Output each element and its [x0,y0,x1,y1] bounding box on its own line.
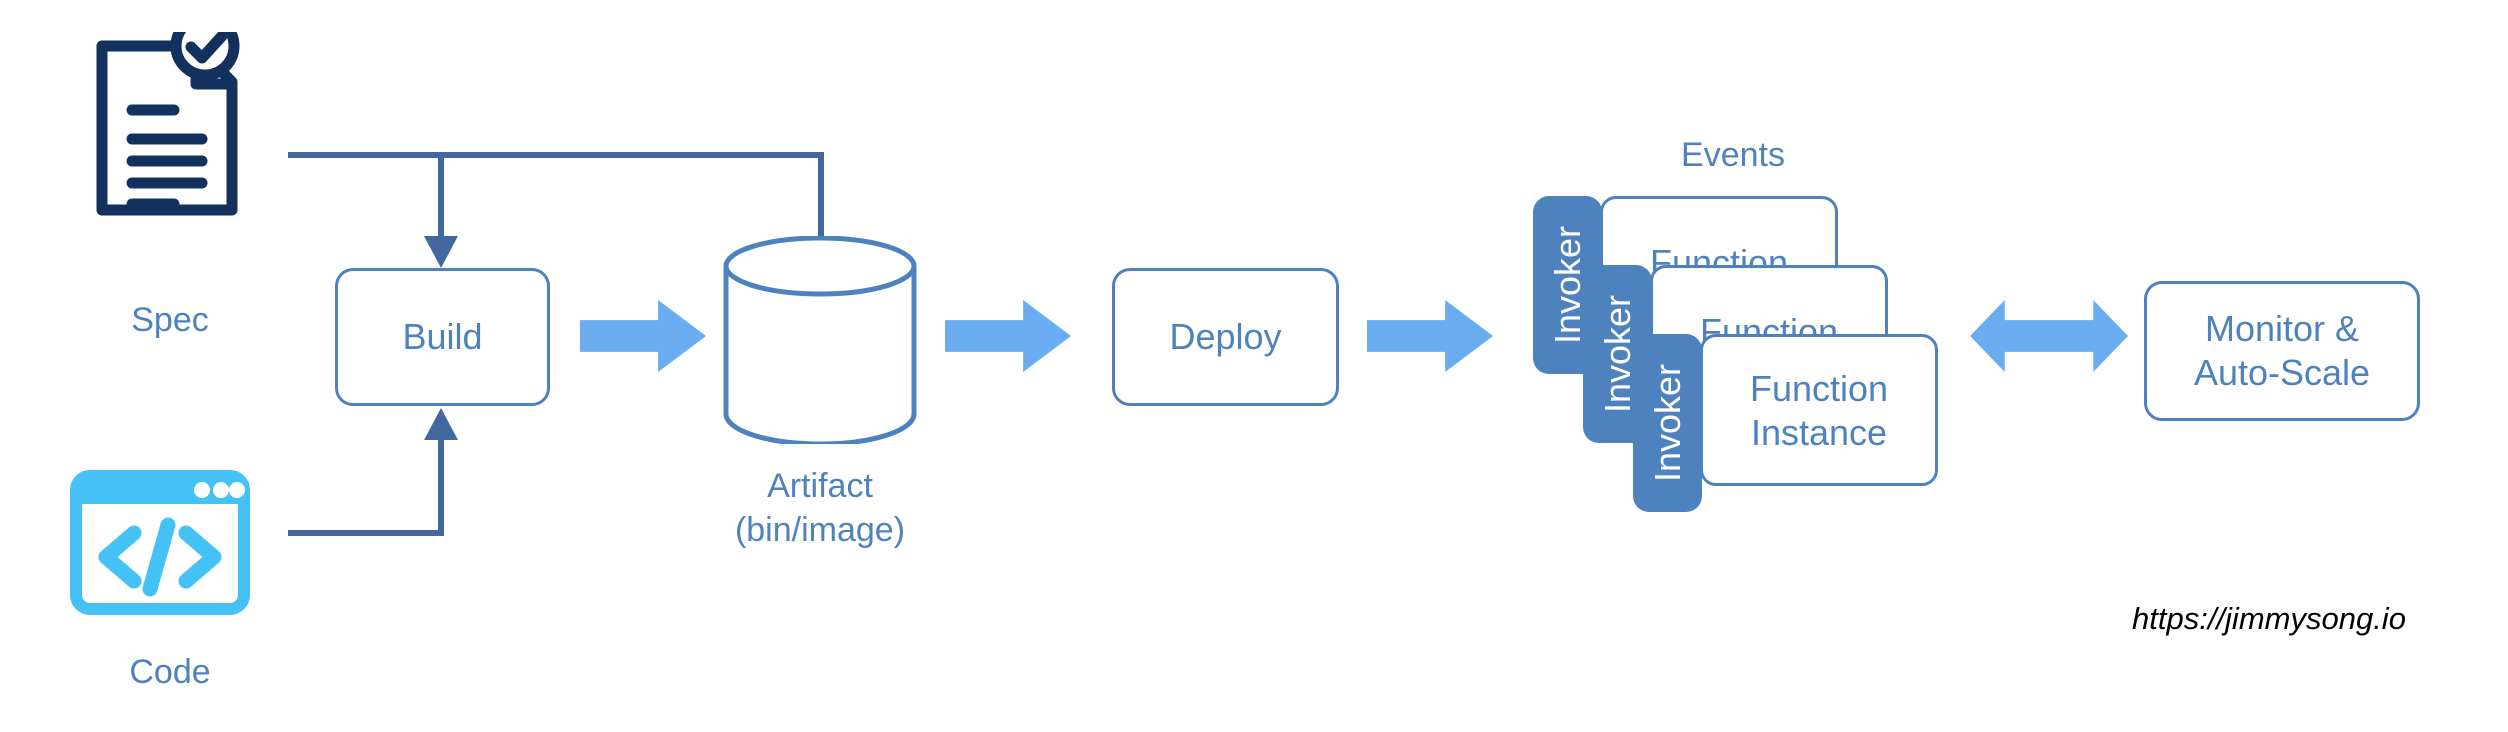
node-artifact[interactable] [722,235,918,447]
code-label: Code [129,653,211,691]
node-monitor[interactable]: Monitor & Auto-Scale [2144,281,2420,421]
arrow-build-to-artifact [580,300,706,372]
spec-to-build-stem [438,152,444,240]
events-label: Events [1681,136,1785,174]
arrow-artifact-to-deploy [945,300,1071,372]
function-box-3-label: Function Instance [1749,368,1889,453]
code-connector-horizontal [288,530,444,536]
node-deploy[interactable]: Deploy [1112,268,1339,406]
invoker-tab-3-label: Invoker [1646,363,1688,483]
function-box-3[interactable]: Function Instance [1700,334,1938,486]
code-to-build-stem [438,440,444,536]
node-build-label: Build [402,316,483,357]
node-deploy-label: Deploy [1169,316,1282,357]
invoker-tab-3[interactable]: Invoker [1633,334,1702,512]
arrow-functions-to-monitor [1970,300,2128,372]
spec-label: Spec [131,301,209,339]
node-artifact-label: Artifact (bin/image) [734,467,906,549]
invoker-tab-1-label: Invoker [1546,225,1588,345]
arrow-deploy-to-functions [1367,300,1493,372]
spec-icon [92,11,252,222]
node-monitor-label: Monitor & Auto-Scale [2193,308,2371,393]
spec-to-build-arrowhead [424,236,458,268]
spec-connector-horizontal [288,152,824,158]
code-icon [70,470,250,615]
node-build[interactable]: Build [335,268,550,406]
watermark: https://jimmysong.io [2132,601,2406,636]
code-to-build-arrowhead [424,408,458,440]
invoker-tab-2-label: Invoker [1596,294,1638,414]
spec-to-artifact-stem [818,152,824,240]
